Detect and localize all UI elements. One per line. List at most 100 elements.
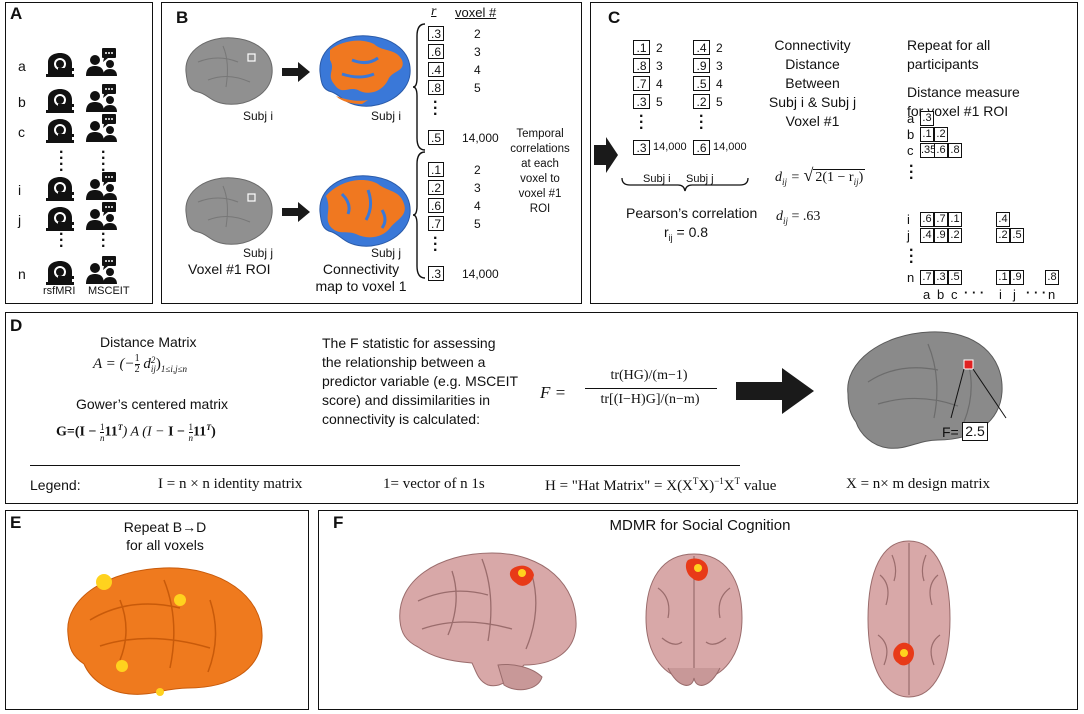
r-value-box: .9 [693,58,710,73]
panel-a [5,2,153,304]
participant-letter: j [18,212,22,228]
voxel-index: 2 [716,41,723,55]
participant-letter: b [18,94,26,110]
r-value-box: .1 [428,162,444,177]
matrix-cell: .9 [934,228,948,243]
f-text-line: the relationship between a [322,354,486,370]
panel-e-label: E [10,513,22,532]
matrix-cell: .4 [996,212,1010,227]
connectivity-text-line: Between [785,75,840,91]
pearson-brace [621,177,749,192]
voxel-index: 2 [474,163,481,177]
arrow-icon-b1 [282,62,310,82]
matrix-row-label: j [907,228,910,243]
person-speech-icon [86,114,117,142]
r-value-box: .5 [693,76,710,91]
r-value-box: .8 [428,80,444,95]
arrow-icon-c [594,137,618,173]
f-text-line: predictor variable (e.g. MSCEIT [322,373,519,389]
panel-a-label: A [10,4,23,23]
f-formula-lhs: F = [540,383,567,402]
vertical-ellipsis-2: ···· [101,144,107,179]
matrix-row-label: b [907,127,915,142]
mdmr-title: MDMR for Social Cognition [609,517,791,534]
matrix-cell: .4 [920,228,934,243]
voxel-index: 5 [656,95,663,109]
matrix-cell: .6 [934,143,948,158]
matrix-cell: .7 [920,270,934,285]
r-value-box: .6 [428,44,444,59]
matrix-h-ellipsis: · · · [964,285,985,300]
vertical-ellipsis: · · · [433,94,439,123]
dij-result: dij = .63 [776,209,821,226]
repeat-line: Repeat for all [907,37,991,53]
r-column-header: r [431,4,437,19]
voxel-index: 5 [474,81,481,95]
arrow-icon-b2 [282,202,310,222]
r-value-box: .2 [428,180,444,195]
f-value-box: 2.5 [962,422,988,441]
matrix-col-label: j [1013,287,1016,302]
subj-j-label-1: Subj j [243,246,274,260]
subj-i-label-2: Subj i [371,109,402,123]
vertical-ellipsis-4: ···· [101,220,107,255]
matrix-col-label: a [923,287,931,302]
voxel-index: 3 [656,59,663,73]
pearson-subj-i: Subj i [643,173,671,185]
subj-j-label-2: Subj j [371,246,402,260]
matrix-cell: .8 [1045,270,1059,285]
temporal-line: correlations [510,143,570,155]
participant-letter: i [18,182,22,198]
temporal-line: ROI [529,203,551,215]
person-speech-icon [86,172,117,200]
f-formula-den: tr[(I−H)G]/(n−m) [600,392,700,407]
rsfmri-label: rsfMRI [43,285,76,297]
participant-letter: n [18,266,26,282]
voxel-index: 4 [474,63,481,77]
r-value-box: .3 [428,26,444,41]
mri-scanner-icon [46,261,74,285]
person-speech-icon [86,48,117,76]
voxel-index: 4 [474,199,481,213]
brain-connectivity-top [319,35,411,107]
connectivity-text-line: Connectivity [774,37,851,53]
matrix-row-label: a [907,111,915,126]
r-value-box: .3 [428,266,444,281]
r-value-box: .6 [428,198,444,213]
matrix-col-label: i [999,287,1002,302]
voxel-index: 3 [474,181,481,195]
r-value-box: .2 [693,94,710,109]
vertical-ellipsis: · · · [699,108,705,137]
connectivity-text-line: Subj i & Subj j [768,94,857,110]
r-value-box: .4 [693,40,710,55]
legend-ones: 1= vector of n 1s [383,476,485,492]
distance-formula: dij = √2(1 − rij) [775,165,866,187]
vertical-ellipsis: · · · [639,108,645,137]
matrix-cell: .1 [920,127,934,142]
participant-letter: c [18,124,25,140]
pearson-label: Pearson’s correlation [626,205,758,221]
matrix-cell: .5 [1010,228,1024,243]
f-value-label: F= [942,424,959,440]
matrix-cell: .2 [934,127,948,142]
repeat-line: participants [907,56,979,72]
matrix-cell: .1 [948,212,962,227]
temporal-line: voxel #1 [518,188,562,200]
r-value-box: .3 [633,140,650,155]
voxel-index: 4 [716,77,723,91]
panel-f-label: F [333,513,344,532]
person-speech-icon [86,202,117,230]
legend-identity: I = n × n identity matrix [158,476,303,492]
matrix-row-label: c [907,143,914,158]
panel-b-label: B [176,8,189,27]
voxel-index: 2 [474,27,481,41]
panel-d-label: D [10,316,23,335]
panel-c-label: C [608,8,621,27]
legend-divider [30,465,740,466]
subj-i-label-1: Subj i [243,109,274,123]
matrix-cell: .3 [920,111,934,126]
distance-matrix-title: Distance Matrix [100,334,197,350]
legend-label: Legend: [30,477,81,493]
